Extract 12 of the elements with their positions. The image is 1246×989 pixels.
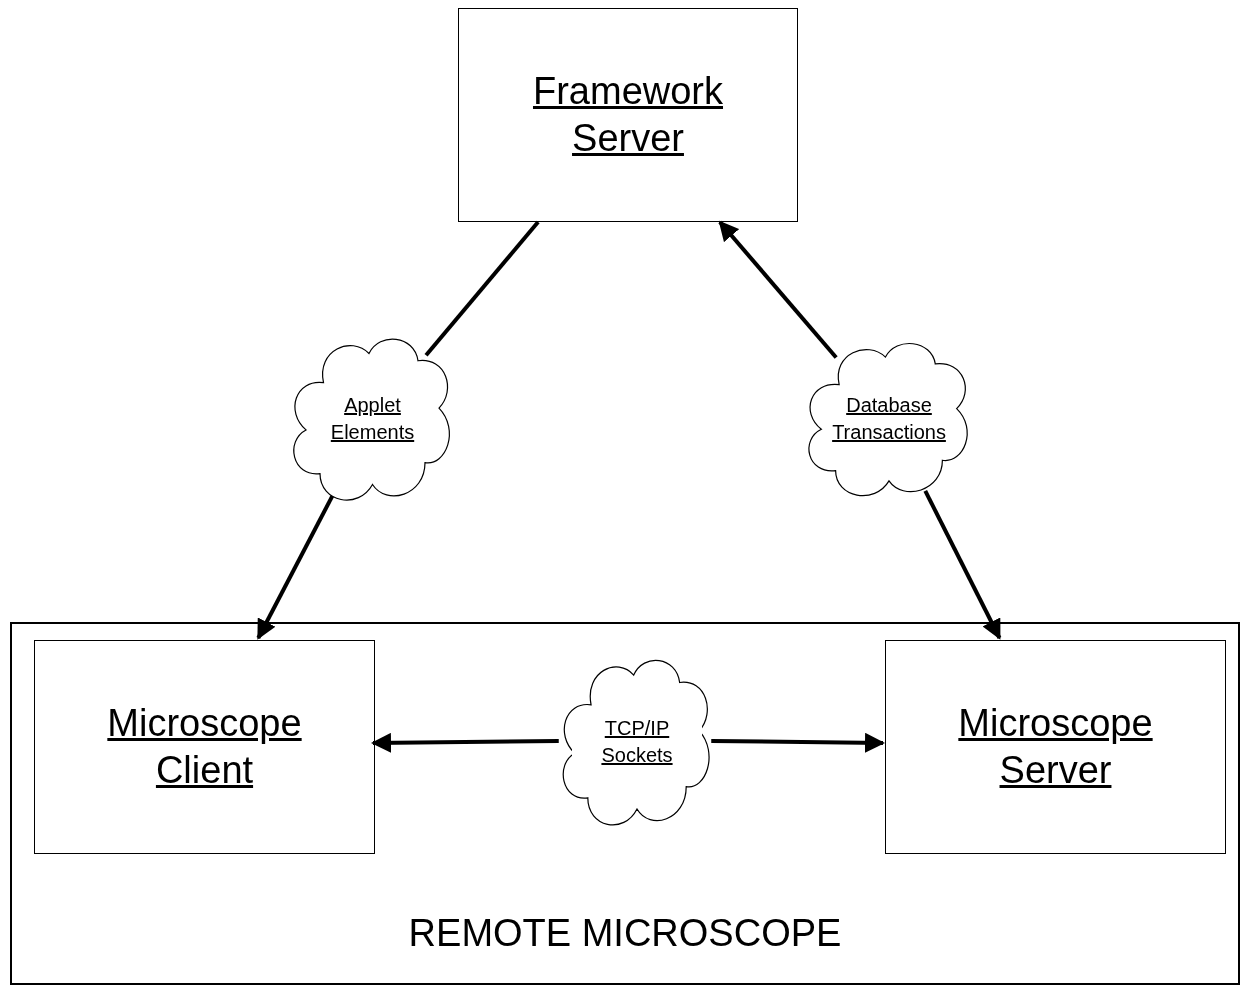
group-label: REMOTE MICROSCOPE	[407, 912, 843, 955]
arrow	[718, 220, 838, 359]
process-box	[885, 640, 1226, 854]
process-box	[458, 8, 798, 222]
process-box	[34, 640, 375, 854]
box-label: Microscope Server	[957, 700, 1154, 793]
group-frame	[10, 622, 1240, 985]
arrow	[923, 490, 1002, 640]
arrow	[371, 732, 559, 753]
box-label: Microscope Client	[106, 700, 303, 793]
box-label: Framework Server	[532, 68, 724, 161]
arrow	[711, 732, 885, 753]
